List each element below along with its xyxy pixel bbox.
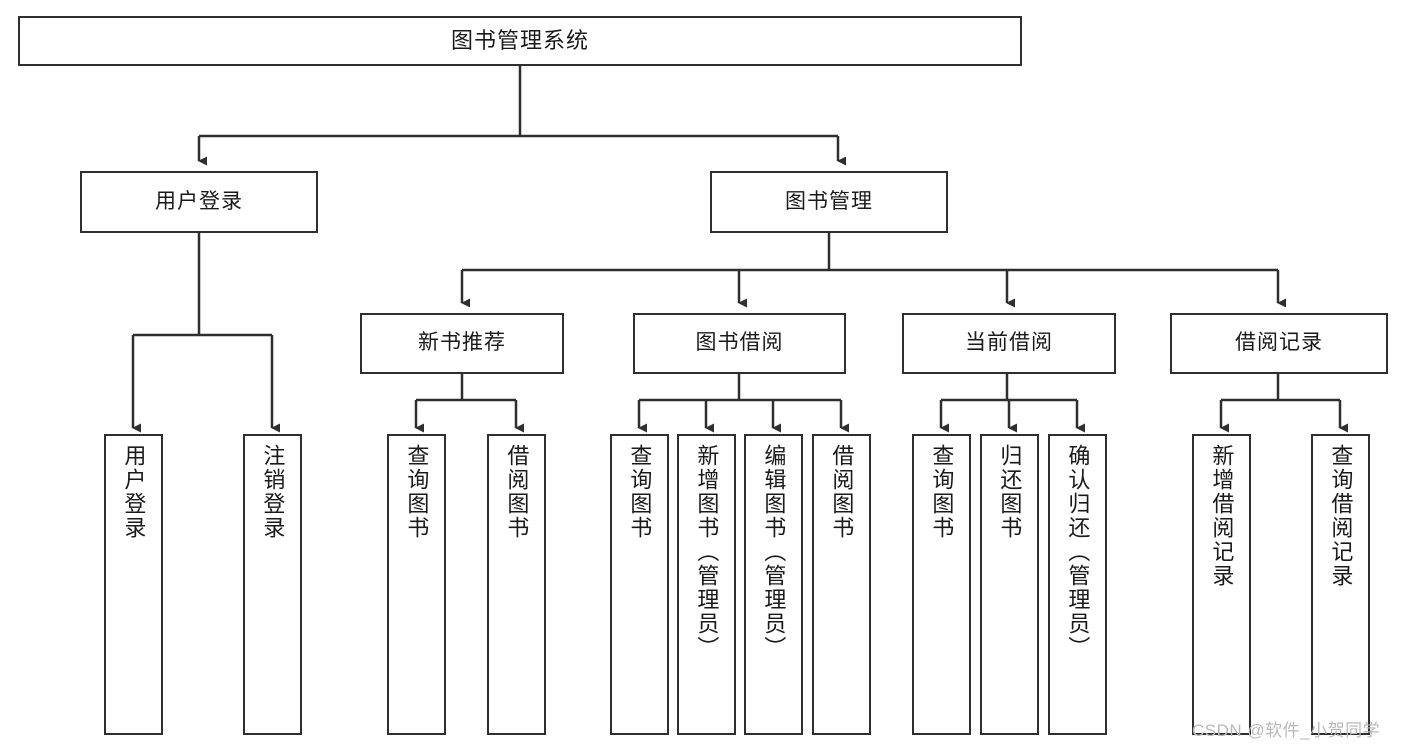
node-leaf-borrow-edit[interactable]: 编辑图书（管理员） bbox=[744, 434, 803, 735]
node-label: 编辑图书（管理员） bbox=[761, 444, 787, 660]
node-label: 新增图书（管理员） bbox=[694, 444, 720, 660]
node-leaf-records-add[interactable]: 新增借阅记录 bbox=[1192, 434, 1251, 735]
node-leaf-borrow-lend[interactable]: 借阅图书 bbox=[812, 434, 871, 735]
node-leaf-user-login[interactable]: 用户登录 bbox=[104, 434, 163, 735]
node-label: 查询图书 bbox=[627, 444, 653, 540]
node-book-management[interactable]: 图书管理 bbox=[710, 171, 948, 233]
node-label: 归还图书 bbox=[997, 444, 1023, 540]
node-label: 确认归还（管理员） bbox=[1065, 444, 1091, 660]
node-leaf-current-return[interactable]: 归还图书 bbox=[980, 434, 1039, 735]
node-label: 用户登录 bbox=[155, 189, 243, 213]
node-leaf-records-query[interactable]: 查询借阅记录 bbox=[1311, 434, 1370, 735]
node-label: 注销登录 bbox=[260, 444, 286, 540]
node-label: 图书借阅 bbox=[695, 331, 784, 355]
node-user-login[interactable]: 用户登录 bbox=[80, 171, 318, 233]
node-label: 借阅图书 bbox=[829, 444, 855, 540]
node-current-borrow[interactable]: 当前借阅 bbox=[902, 313, 1116, 374]
node-leaf-newbooks-query[interactable]: 查询图书 bbox=[387, 434, 446, 735]
node-label: 查询借阅记录 bbox=[1328, 444, 1354, 588]
node-borrow-records[interactable]: 借阅记录 bbox=[1170, 313, 1388, 374]
node-label: 新书推荐 bbox=[418, 331, 506, 355]
node-leaf-borrow-add[interactable]: 新增图书（管理员） bbox=[677, 434, 736, 735]
node-label: 借阅记录 bbox=[1235, 331, 1323, 355]
node-leaf-logout[interactable]: 注销登录 bbox=[243, 434, 302, 735]
node-book-borrow[interactable]: 图书借阅 bbox=[633, 313, 846, 374]
node-label: 查询图书 bbox=[929, 444, 955, 540]
node-new-book-recommend[interactable]: 新书推荐 bbox=[360, 313, 564, 374]
node-label: 查询图书 bbox=[404, 444, 430, 540]
node-leaf-current-confirm-return[interactable]: 确认归还（管理员） bbox=[1048, 434, 1107, 735]
node-leaf-newbooks-borrow[interactable]: 借阅图书 bbox=[487, 434, 546, 735]
node-label: 图书管理 bbox=[785, 189, 873, 213]
node-leaf-borrow-query[interactable]: 查询图书 bbox=[610, 434, 669, 735]
node-label: 图书管理系统 bbox=[450, 28, 589, 54]
node-label: 借阅图书 bbox=[504, 444, 530, 540]
node-root-system[interactable]: 图书管理系统 bbox=[18, 16, 1022, 66]
node-label: 当前借阅 bbox=[965, 331, 1053, 355]
node-label: 用户登录 bbox=[121, 444, 147, 540]
node-label: 新增借阅记录 bbox=[1209, 444, 1235, 588]
node-leaf-current-query[interactable]: 查询图书 bbox=[912, 434, 971, 735]
